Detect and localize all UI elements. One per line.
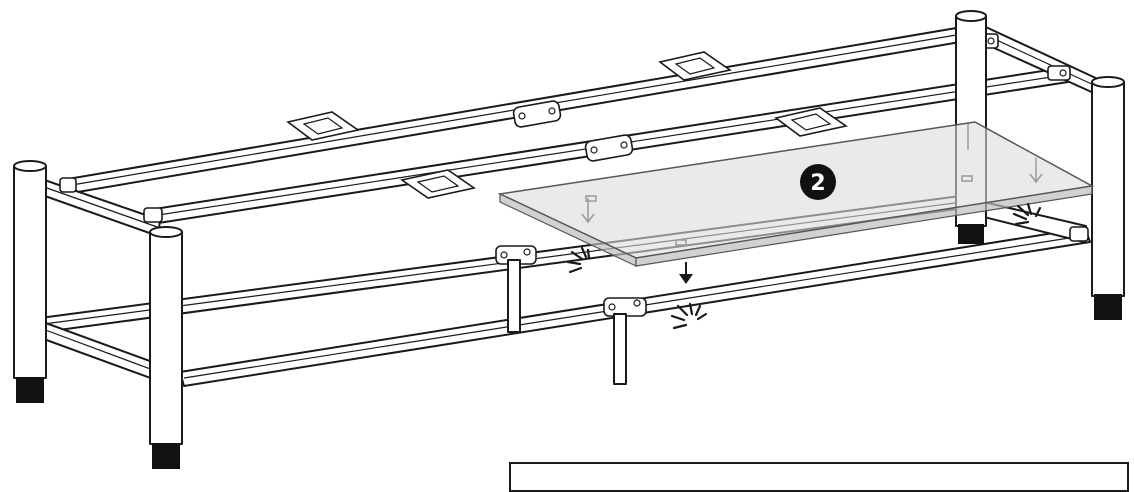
instruction-text-box: [509, 462, 1129, 492]
step-number-badge: 2: [800, 164, 836, 200]
center-support-leg-front: [613, 313, 627, 385]
mounting-bracket-3: [400, 169, 476, 199]
glass-shelf: [497, 121, 1095, 267]
legs: [13, 10, 1125, 469]
leg-left-front: [149, 226, 183, 469]
leg-right-front: [1091, 76, 1125, 320]
top-connector-2: [584, 134, 634, 162]
down-arrow-icon: [679, 262, 693, 284]
snap-indicator-icon: [566, 246, 591, 274]
shelf-assembly-illustration: 2: [13, 10, 1125, 469]
center-support-leg-back: [507, 259, 521, 333]
snap-indicator-icon: [670, 302, 708, 330]
step-number: 2: [810, 171, 825, 196]
mounting-bracket-4: [774, 107, 848, 137]
leg-left-back: [13, 160, 47, 403]
mounting-bracket-2: [658, 51, 732, 81]
top-frame: [27, 21, 1101, 237]
top-connector-1: [512, 100, 562, 128]
mounting-bracket-1: [286, 111, 360, 141]
snap-indicator-icon: [1012, 202, 1042, 226]
